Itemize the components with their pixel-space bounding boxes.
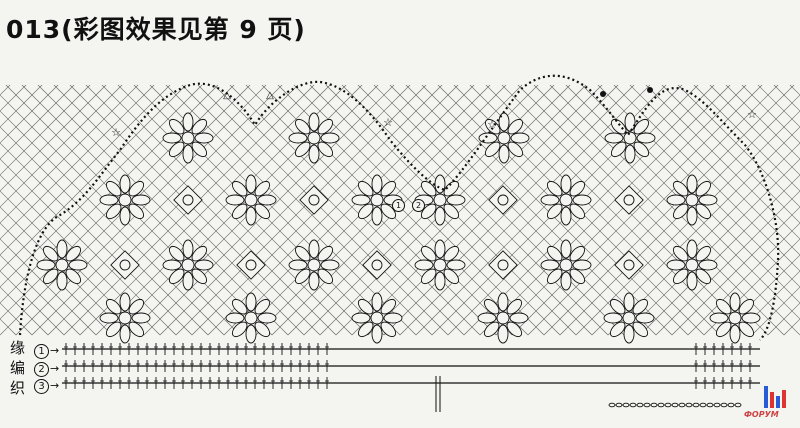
star-symbol: ☆ — [747, 108, 757, 121]
square-motif — [362, 250, 392, 280]
chain-stitch — [685, 402, 693, 408]
chain-stitch — [657, 402, 665, 408]
motif-marker-1: 1 — [392, 199, 405, 212]
flower-motif — [162, 239, 214, 291]
dot-symbol — [600, 91, 606, 97]
chain-stitch — [650, 402, 658, 408]
flower-motif — [666, 239, 718, 291]
flower-motif — [709, 292, 761, 344]
row-marker-2: 2 — [34, 362, 49, 377]
row-arrow-2: → — [50, 362, 60, 375]
row-arrow-3: → — [50, 379, 60, 392]
flower-motif — [540, 239, 592, 291]
star-symbol: ☆ — [111, 126, 121, 139]
chain-stitch — [664, 402, 672, 408]
chain-stitch — [615, 402, 623, 408]
flower-motif — [478, 112, 530, 164]
flower-motif — [99, 292, 151, 344]
flower-motif — [540, 174, 592, 226]
page-title: 013(彩图效果见第 9 页) — [6, 15, 306, 44]
side-label-char-2: 编 — [10, 359, 26, 377]
chain-stitch — [734, 402, 742, 408]
chain-stitch — [671, 402, 679, 408]
flower-motif — [99, 174, 151, 226]
chain-stitch — [713, 402, 721, 408]
star-symbol: ☆ — [383, 116, 393, 129]
chain-stitch — [678, 402, 686, 408]
flower-motif — [414, 239, 466, 291]
triangle-symbol: △ — [266, 90, 274, 101]
square-motif — [299, 185, 329, 215]
row-marker-1: 1 — [34, 344, 49, 359]
star-symbol: ☆ — [487, 118, 497, 131]
forum-logo-icon — [764, 386, 786, 408]
flower-motif — [36, 239, 88, 291]
row-arrow-1: → — [50, 344, 60, 357]
square-motif — [488, 185, 518, 215]
triangle-symbol: △ — [223, 90, 231, 101]
flower-motif — [477, 292, 529, 344]
chain-stitch — [608, 402, 616, 408]
flower-motif — [604, 112, 656, 164]
square-motif — [614, 185, 644, 215]
dot-symbol — [647, 87, 653, 93]
edge-layer: ☆ ☆ ☆ ☆ △ △ — [18, 74, 780, 341]
chain-stitch — [629, 402, 637, 408]
chain-stitch — [643, 402, 651, 408]
watermark-text: ФОРУМ — [744, 410, 779, 419]
chain-stitch — [727, 402, 735, 408]
chain-stitch — [692, 402, 700, 408]
flower-motif — [288, 239, 340, 291]
row-marker-3: 3 — [34, 379, 49, 394]
square-motif — [173, 185, 203, 215]
flower-motif — [162, 112, 214, 164]
flower-motif — [225, 174, 277, 226]
chain-stitch — [720, 402, 728, 408]
scallop-edge — [18, 74, 780, 341]
chain-stitch — [622, 402, 630, 408]
motif-marker-2: 2 — [412, 199, 425, 212]
motif-layer — [0, 84, 800, 344]
square-motif — [488, 250, 518, 280]
flower-motif — [351, 174, 403, 226]
chain-stitch — [636, 402, 644, 408]
side-label-char-1: 缘 — [10, 339, 26, 357]
side-label-char-3: 织 — [10, 379, 26, 397]
flower-motif — [666, 174, 718, 226]
square-motif — [110, 250, 140, 280]
flower-motif — [225, 292, 277, 344]
flower-motif — [603, 292, 655, 344]
square-motif — [614, 250, 644, 280]
flower-motif — [288, 112, 340, 164]
square-motif — [236, 250, 266, 280]
flower-motif — [351, 292, 403, 344]
border-rows-layer — [62, 343, 760, 412]
chain-stitch — [706, 402, 714, 408]
chain-stitch — [699, 402, 707, 408]
